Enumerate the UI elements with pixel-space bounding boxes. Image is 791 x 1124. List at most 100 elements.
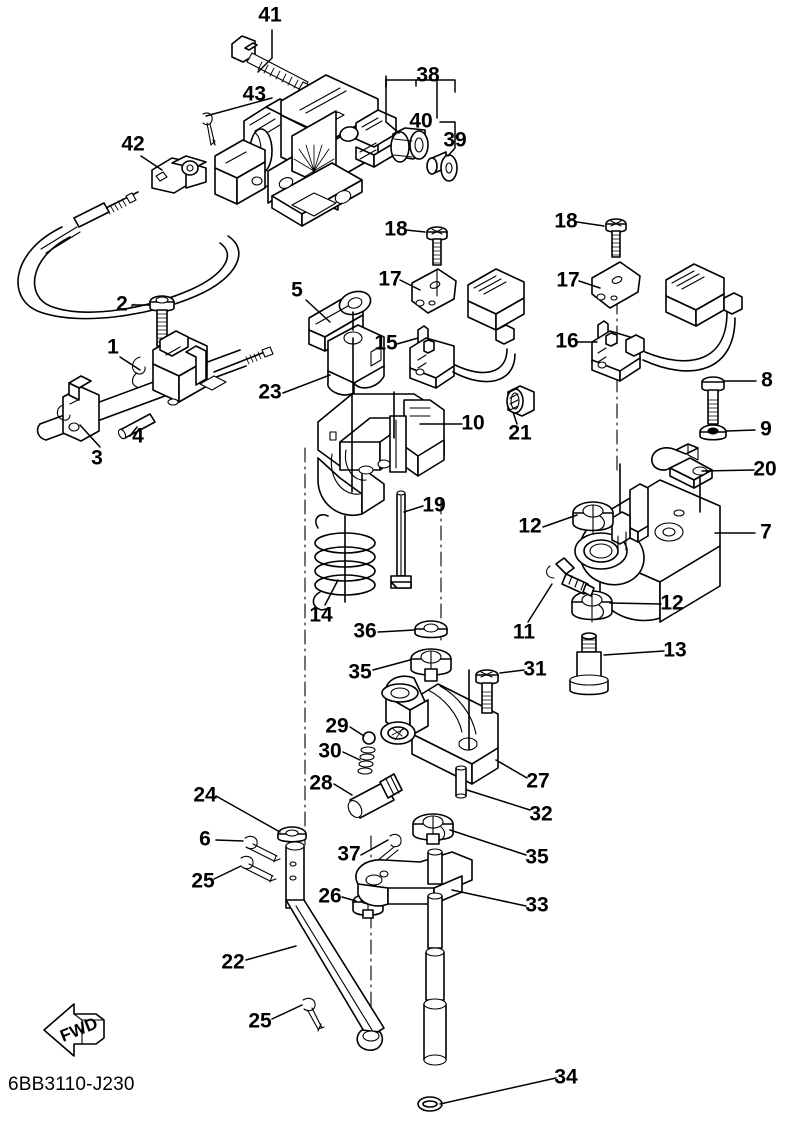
switch-assembly-left [409,226,525,389]
cable-clamp-20 [651,443,713,513]
bushing-12-lower [571,590,613,623]
cable-bracket-1 [152,330,227,406]
shift-lever-arm-5 [308,290,372,352]
callout-29: 29 [325,715,348,738]
spring-14 [312,513,376,611]
cable-end-holder-3 [56,375,100,442]
switch-bracket-17-right [591,261,641,309]
callout-10: 10 [461,412,484,435]
cotter-pin-25-upper [240,855,277,883]
detent-plunger-28 [347,773,403,819]
callout-7: 7 [760,521,772,544]
cotter-pin-6 [244,835,281,863]
callout-1: 1 [107,336,119,359]
rod-19 [390,490,412,589]
shoulder-bolt-13 [569,632,609,696]
callout-11: 11 [513,621,536,644]
cotter-pin-25-lower [302,997,325,1032]
bolt-8 [701,376,725,425]
switch-plate-15 [409,325,455,389]
cotter-pin-43 [202,112,216,146]
callout-6: 6 [199,828,211,851]
o-ring-34 [417,1096,443,1112]
pin-4 [117,413,156,440]
shift-link-rod-22 [285,841,385,1051]
callout-36: 36 [353,620,376,643]
bushing-35-lower [412,813,454,845]
cable-end-joint-42 [151,155,207,194]
callout-39: 39 [443,129,466,152]
shift-cable-assembly [17,155,240,320]
leader-lines [79,29,757,1105]
shift-bracket-7 [545,376,727,696]
callout-14: 14 [309,604,333,627]
callout-25-upper: 25 [191,870,215,893]
callout-16: 16 [555,330,578,353]
grease-nipple-11 [545,557,595,597]
bushing-12-upper [572,501,614,534]
callout-32: 32 [529,803,552,826]
lower-linkage [240,826,473,1112]
callout-20: 20 [753,458,776,481]
callout-13: 13 [663,639,686,662]
shift-shaft-33 [423,848,447,1066]
callout-27: 27 [526,770,549,793]
switch-assembly-right [591,218,743,382]
callout-24: 24 [193,784,217,807]
screw-18-left [426,226,448,266]
pin-32 [455,765,467,799]
callout-40: 40 [409,110,432,133]
bolt-41 [231,35,312,96]
callout-35-lower: 35 [525,846,549,869]
callout-18-left: 18 [384,218,408,241]
shift-housing-10 [317,391,445,517]
callout-26: 26 [318,885,341,908]
lock-nut-21 [506,385,535,417]
screw-18-right [605,218,627,258]
callout-38: 38 [416,64,440,87]
shift-actuator-assembly-38 [202,35,458,227]
callout-41: 41 [258,4,282,27]
callout-18-right: 18 [554,210,578,233]
switch-bracket-17-left [411,268,457,314]
cable-bracket-assembly [36,330,274,442]
connector-right [642,263,743,372]
shift-arm-27 [347,620,499,870]
callout-4: 4 [132,425,144,448]
callout-5: 5 [291,279,303,302]
bushing-40 [390,127,429,163]
detent-ball-29 [362,731,376,745]
callout-12-lower: 12 [660,592,683,615]
callout-3: 3 [91,447,103,470]
bolt-31 [475,669,499,714]
callout-19: 19 [422,494,445,517]
detent-spring-30 [357,746,376,775]
callout-9: 9 [760,418,772,441]
washer-36 [414,620,448,639]
callout-28: 28 [309,772,333,795]
cable-joint-23 [327,311,385,401]
callout-2: 2 [116,293,128,316]
callout-30: 30 [318,740,341,763]
callout-31: 31 [523,658,547,681]
callout-21: 21 [508,422,532,445]
callout-37: 37 [337,843,360,866]
washer-24 [277,826,307,843]
callout-23: 23 [258,381,281,404]
callout-numbers: 41 43 42 38 40 39 2 1 3 4 5 23 15 17 18 … [91,4,777,1089]
callout-42: 42 [121,133,144,156]
fwd-orientation-marker: FWD [43,1003,105,1057]
callout-8: 8 [761,369,773,392]
bushing-35-upper [410,648,452,682]
shift-arm-plate-33 [355,851,473,907]
callout-35-upper: 35 [348,661,372,684]
connector-left [452,268,525,383]
callout-33: 33 [525,894,548,917]
diagram-code: 6BB3110-J230 [8,1074,135,1095]
callout-15: 15 [374,332,398,355]
callout-25-lower: 25 [248,1010,272,1033]
callout-12-upper: 12 [518,515,541,538]
actuator-housing [214,74,397,227]
neutral-switch-16 [591,320,645,382]
